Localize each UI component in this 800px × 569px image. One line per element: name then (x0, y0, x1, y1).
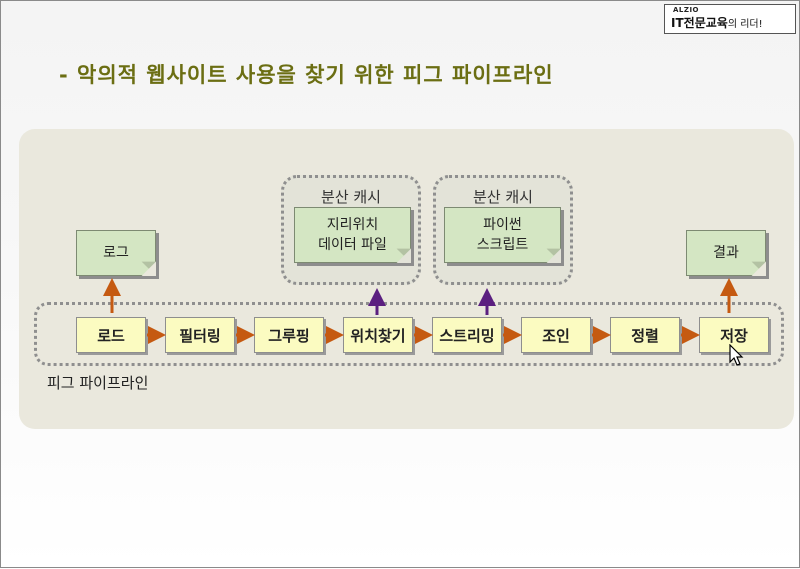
slide-title: - 악의적 웹사이트 사용을 찾기 위한 피그 파이프라인 (59, 63, 554, 87)
mouse-pointer-icon (729, 344, 744, 366)
logo-sub: 의 리더! (727, 19, 763, 30)
result-note: 결과 (686, 230, 766, 276)
cache-title-1: 분산 캐시 (321, 188, 381, 206)
geo-data-file-note: 지리위치 데이터 파일 (294, 207, 411, 263)
stage-sort: 정렬 (610, 317, 680, 353)
stage-load: 로드 (76, 317, 146, 353)
brand-logo: ALZIO IT전문교육의 리더! (664, 4, 796, 34)
stage-locate: 위치찾기 (343, 317, 413, 353)
geo-note-line-1: 지리위치 (326, 217, 379, 233)
stage-store: 저장 (699, 317, 769, 353)
pipeline-container (34, 302, 784, 366)
python-script-note: 파이썬 스크립트 (444, 207, 561, 263)
logo-brand: ALZIO (673, 6, 700, 14)
log-note: 로그 (76, 230, 156, 276)
stage-group: 그루핑 (254, 317, 324, 353)
logo-main: IT전문교육의 리더! (671, 14, 763, 31)
log-note-label: 로그 (103, 245, 129, 261)
geo-note-line-2: 데이터 파일 (318, 237, 387, 253)
python-note-line-1: 파이썬 (483, 217, 522, 233)
stage-filter: 필터링 (165, 317, 235, 353)
python-note-line-2: 스크립트 (476, 237, 529, 253)
cache-title-2: 분산 캐시 (473, 188, 533, 206)
pipeline-label: 피그 파이프라인 (47, 374, 149, 392)
result-note-label: 결과 (713, 245, 739, 261)
logo-main-text: IT전문교육 (671, 16, 728, 30)
stage-stream: 스트리밍 (432, 317, 502, 353)
